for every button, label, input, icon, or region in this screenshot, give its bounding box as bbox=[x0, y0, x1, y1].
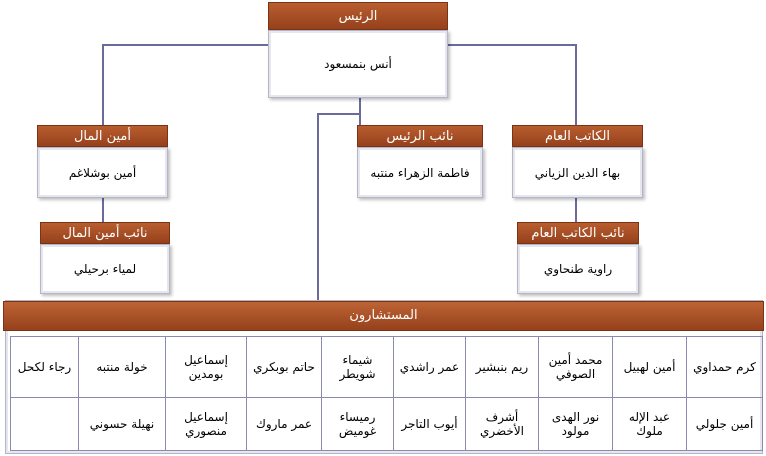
advisor-cell: حاتم بوبكري bbox=[246, 336, 322, 398]
advisor-cell: إسماعيل بومدين bbox=[165, 336, 247, 398]
advisor-cell: أشرف الأخضري bbox=[465, 397, 539, 451]
deputy-secretary-node: نائب الكاتب العام راوية طنحاوي bbox=[517, 222, 639, 294]
advisors-row: أمين جلولي عبد الإله ملوك نور الهدى مولو… bbox=[10, 397, 763, 451]
advisor-cell: أيوب التاجر bbox=[393, 397, 466, 451]
secretary-general-title: الكاتب العام bbox=[512, 125, 643, 147]
vice-president-title: نائب الرئيس bbox=[357, 125, 483, 147]
president-title: الرئيس bbox=[268, 2, 448, 30]
treasurer-node: أمين المال أمين بوشلاغم bbox=[37, 125, 168, 198]
advisor-cell: رجاء لكحل bbox=[10, 336, 79, 398]
president-name: أنس بنمسعود bbox=[268, 30, 448, 98]
vice-president-node: نائب الرئيس فاطمة الزهراء منتبه bbox=[357, 125, 483, 198]
advisor-cell: شيماء شويطر bbox=[321, 336, 394, 398]
secretary-general-node: الكاتب العام بهاء الدين الزياني bbox=[512, 125, 643, 198]
vice-president-name: فاطمة الزهراء منتبه bbox=[357, 147, 483, 198]
advisor-cell: رميساء غوميض bbox=[321, 397, 394, 451]
connector-president-secretary bbox=[448, 44, 577, 125]
advisors-title: المستشارون bbox=[3, 301, 764, 331]
advisor-cell: محمد أمين الصوفي bbox=[538, 336, 613, 398]
deputy-treasurer-node: نائب أمين المال لمياء برحيلي bbox=[40, 222, 170, 294]
advisor-cell: عمر ماروك bbox=[246, 397, 322, 451]
advisors-table: كرم حمداوي أمين لهبيل محمد أمين الصوفي ر… bbox=[10, 336, 763, 451]
connector-president-advisors bbox=[317, 113, 360, 300]
advisor-cell: كرم حمداوي bbox=[686, 336, 763, 398]
deputy-secretary-title: نائب الكاتب العام bbox=[517, 222, 639, 244]
advisor-cell: نهيلة حسوني bbox=[78, 397, 166, 451]
advisor-cell: نور الهدى مولود bbox=[538, 397, 613, 451]
advisor-cell: عمر راشدي bbox=[393, 336, 466, 398]
treasurer-title: أمين المال bbox=[37, 125, 168, 147]
advisors-row: كرم حمداوي أمين لهبيل محمد أمين الصوفي ر… bbox=[10, 336, 763, 398]
advisor-cell: عبد الإله ملوك bbox=[612, 397, 687, 451]
deputy-treasurer-name: لمياء برحيلي bbox=[40, 244, 170, 294]
advisor-cell: خولة منتبه bbox=[78, 336, 166, 398]
president-node: الرئيس أنس بنمسعود bbox=[268, 2, 448, 98]
treasurer-name: أمين بوشلاغم bbox=[37, 147, 168, 198]
connector-president-treasurer bbox=[102, 44, 268, 125]
advisor-cell: إسماعيل منصوري bbox=[165, 397, 247, 451]
deputy-secretary-name: راوية طنحاوي bbox=[517, 244, 639, 294]
advisor-cell: ريم بنبشير bbox=[465, 336, 539, 398]
advisor-cell bbox=[10, 397, 79, 451]
deputy-treasurer-title: نائب أمين المال bbox=[40, 222, 170, 244]
advisor-cell: أمين لهبيل bbox=[612, 336, 687, 398]
advisor-cell: أمين جلولي bbox=[686, 397, 763, 451]
secretary-general-name: بهاء الدين الزياني bbox=[512, 147, 643, 198]
